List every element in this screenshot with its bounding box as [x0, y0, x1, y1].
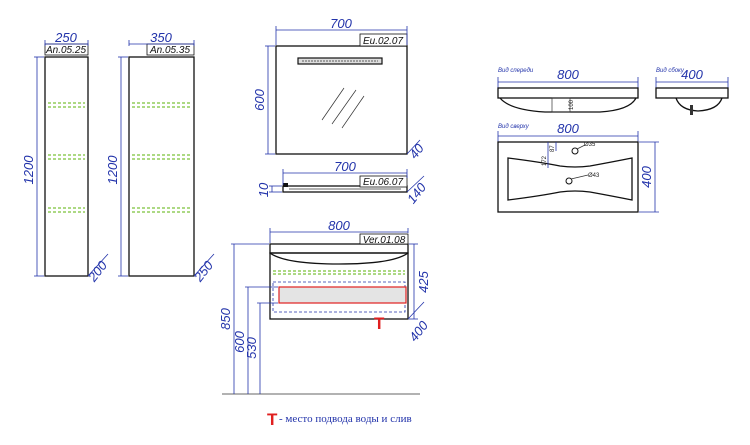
mirror-width: 700 [330, 16, 352, 31]
tap-hole-diameter: Ø35 [584, 142, 596, 148]
basin-top-depth: 400 [639, 165, 654, 187]
cabinet-wide: An.05.35 350 1200 250 [105, 30, 217, 285]
vanity-code: Ver.01.08 [363, 235, 406, 246]
basin-top-outline [497, 141, 639, 213]
basin-front-rim [497, 87, 639, 99]
cabinet-narrow: An.05.25 250 1200 200 [21, 30, 111, 285]
service-zone [278, 286, 407, 304]
shelf-depth: 140 [404, 179, 430, 206]
cabinet-wide-height: 1200 [105, 155, 120, 185]
tap-hole [571, 147, 579, 155]
drain-hole-diameter: Ø43 [588, 173, 600, 179]
cabinet-narrow-code: An.05.25 [45, 45, 86, 56]
mirror-depth: 40 [406, 140, 427, 161]
shelf-body [282, 185, 408, 193]
mirror-code: Eu.02.07 [363, 36, 403, 47]
basin-front-view: Вид спереди 800 100 [497, 67, 639, 113]
basin-side-rim [655, 87, 729, 99]
legend-text: - место подвода воды и слив [279, 413, 412, 425]
vanity-height: 425 [416, 270, 431, 292]
cabinet-wide-body [128, 56, 195, 277]
vanity-level-2: 530 [244, 336, 259, 358]
basin-front-width: 800 [557, 67, 579, 82]
basin-top-caption: Вид сверху [498, 124, 530, 130]
drain-hole [565, 177, 573, 185]
basin-top-view: Вид сверху 800 Ø35 Ø43 87 172 400 [497, 121, 659, 213]
vanity-width: 800 [328, 218, 350, 233]
basin-side-view: Вид сбоку 400 [655, 67, 729, 115]
cabinet-wide-code: An.05.35 [149, 45, 190, 56]
cabinet-narrow-body [44, 56, 89, 277]
basin-front-caption: Вид спереди [498, 68, 534, 74]
cabinet-wide-width: 350 [150, 30, 172, 45]
vanity-total-height: 850 [218, 307, 233, 329]
vanity-body [269, 252, 409, 320]
shelf-width: 700 [334, 159, 356, 174]
vanity-level-1: 600 [232, 330, 247, 352]
basin-top-offset-2: 172 [542, 155, 548, 166]
basin-top-width: 800 [557, 121, 579, 136]
basin-front-inner-depth: 100 [569, 99, 575, 110]
cabinet-narrow-width: 250 [54, 30, 77, 45]
mirror-frame [275, 45, 408, 155]
vanity: Ver.01.08 T 800 425 400 850 600 530 [218, 218, 432, 395]
basin-side-caption: Вид сбоку [656, 68, 685, 74]
shelf-height: 10 [256, 182, 271, 197]
legend-marker: T [267, 410, 278, 429]
legend: T - место подвода воды и слив [267, 410, 412, 429]
vanity-depth: 400 [406, 317, 432, 344]
shelf-code: Eu.06.07 [363, 177, 403, 188]
mirror: Eu.02.07 700 600 40 [252, 16, 427, 162]
shelf: Eu.06.07 700 10 140 [256, 159, 430, 206]
basin-top-offset-1: 87 [550, 145, 556, 152]
cabinet-narrow-height: 1200 [21, 155, 36, 185]
basin-side-depth: 400 [681, 67, 703, 82]
mirror-height: 600 [252, 88, 267, 110]
service-marker: T [374, 314, 385, 333]
